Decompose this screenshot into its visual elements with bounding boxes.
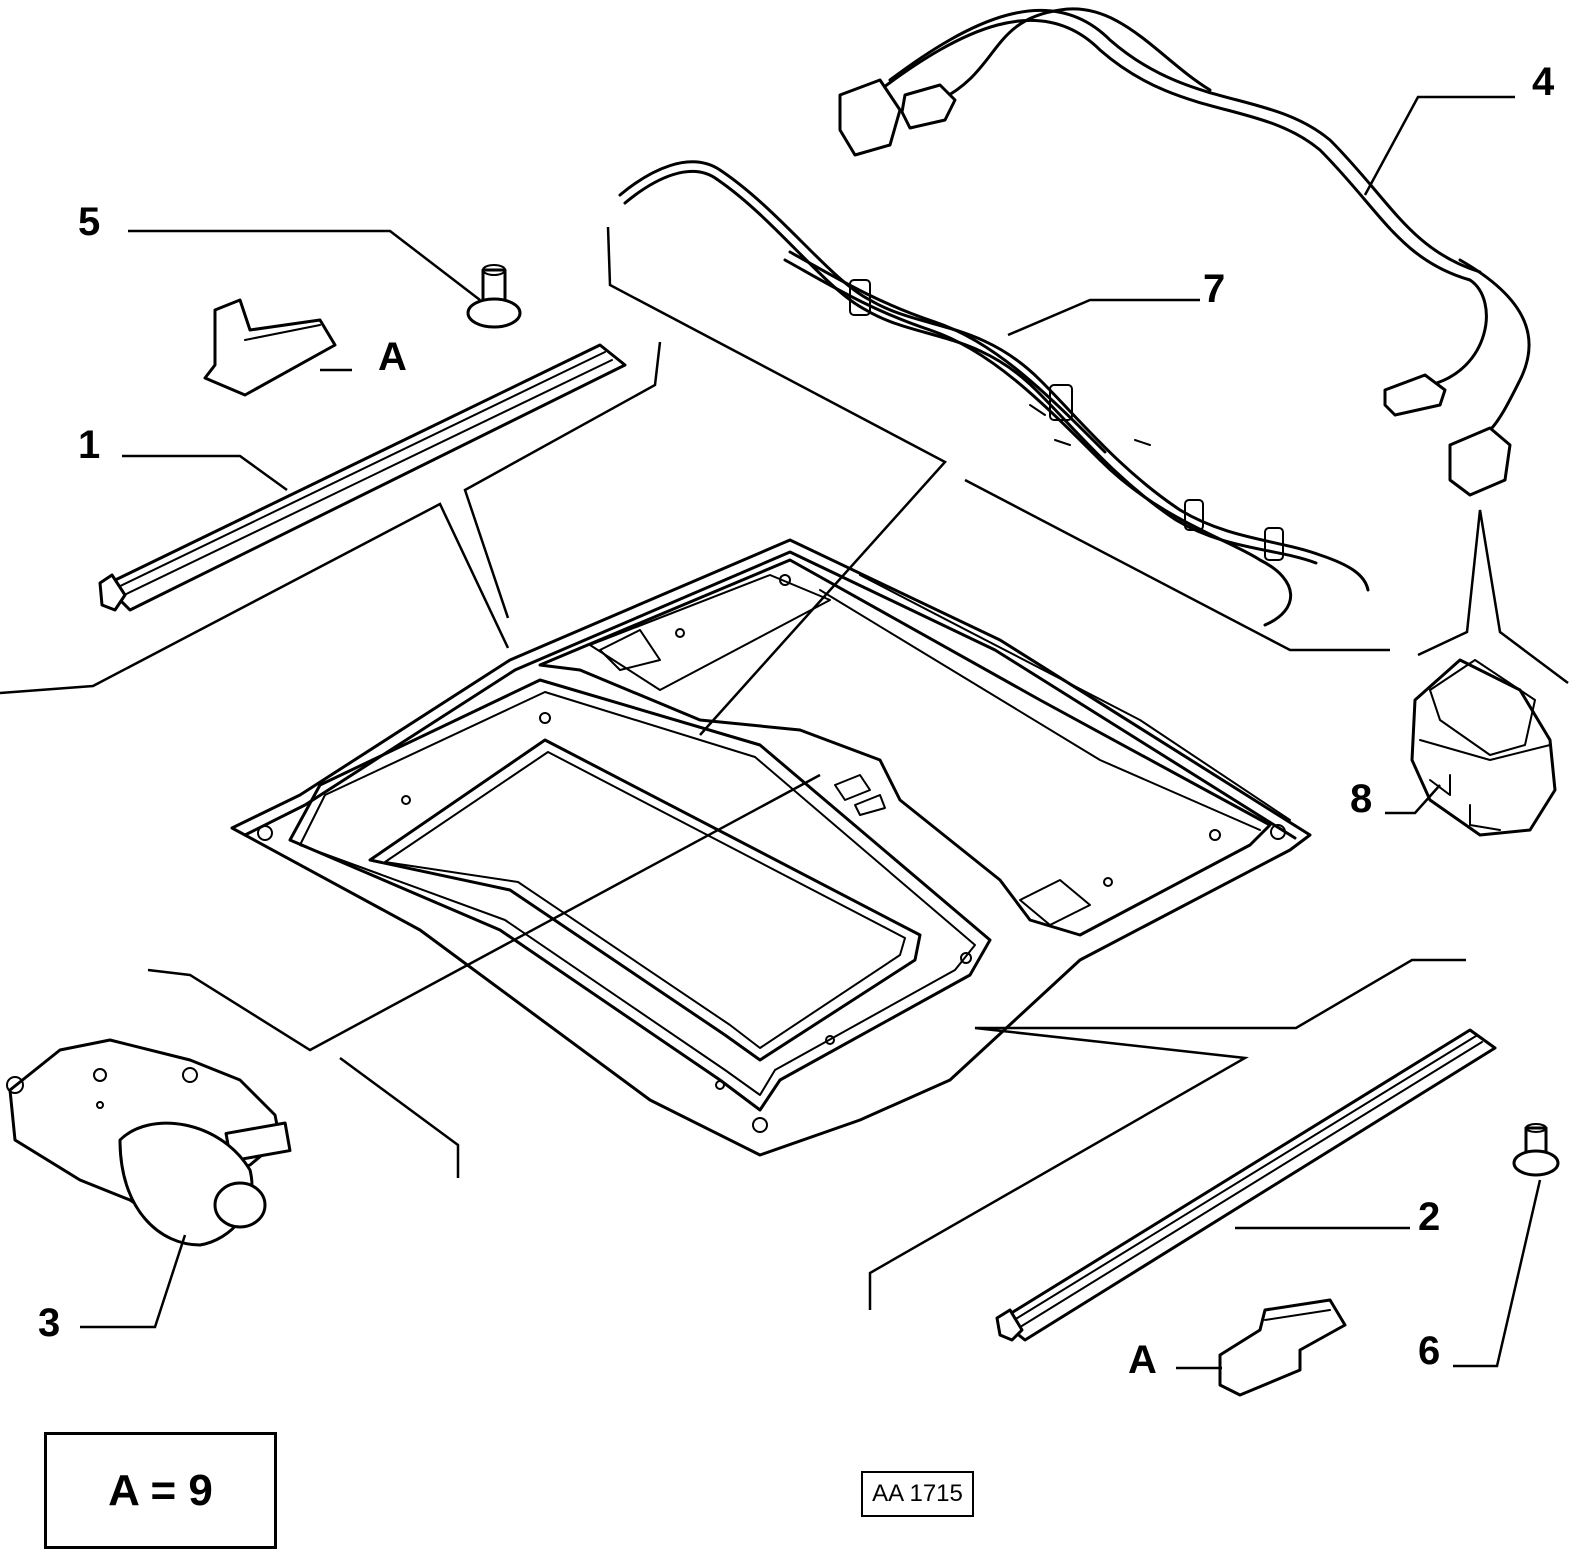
callout-5: 5 <box>78 200 100 244</box>
screw-5 <box>466 264 522 329</box>
leader-6 <box>1453 1179 1542 1368</box>
assembly-lines <box>0 226 1569 1310</box>
leader-3 <box>80 1234 187 1329</box>
guide-rail-left <box>98 343 627 612</box>
leader-5 <box>128 229 481 301</box>
leader-4 <box>1363 95 1515 196</box>
leader-8 <box>1385 784 1441 815</box>
callout-a-lower: A <box>1128 1338 1157 1382</box>
callout-3: 3 <box>38 1301 60 1345</box>
control-unit-8 <box>1410 658 1557 837</box>
leader-1 <box>122 454 288 492</box>
clip-a-lower <box>1218 1298 1347 1397</box>
callout-8: 8 <box>1350 777 1372 821</box>
motor-3 <box>6 1038 292 1247</box>
callout-4: 4 <box>1532 60 1555 104</box>
leader-lines <box>80 95 1542 1370</box>
legend-text: A = 9 <box>108 1465 213 1515</box>
callout-1: 1 <box>78 423 100 467</box>
wiring-harness-4 <box>838 7 1531 497</box>
screw-6 <box>1512 1123 1560 1177</box>
callout-7: 7 <box>1203 267 1225 311</box>
callout-6: 6 <box>1418 1329 1440 1373</box>
clip-a-upper <box>203 298 337 397</box>
drain-tube-7 <box>618 160 1370 627</box>
callout-2: 2 <box>1418 1195 1440 1239</box>
sunroof-frame <box>230 538 1312 1157</box>
reference-code-box: AA 1715 <box>861 1471 974 1517</box>
leader-7 <box>1007 298 1200 337</box>
legend-box: A = 9 <box>44 1432 277 1549</box>
guide-rail-right <box>995 1028 1497 1342</box>
callout-a-upper: A <box>378 335 407 379</box>
reference-code-text: AA 1715 <box>872 1480 963 1507</box>
